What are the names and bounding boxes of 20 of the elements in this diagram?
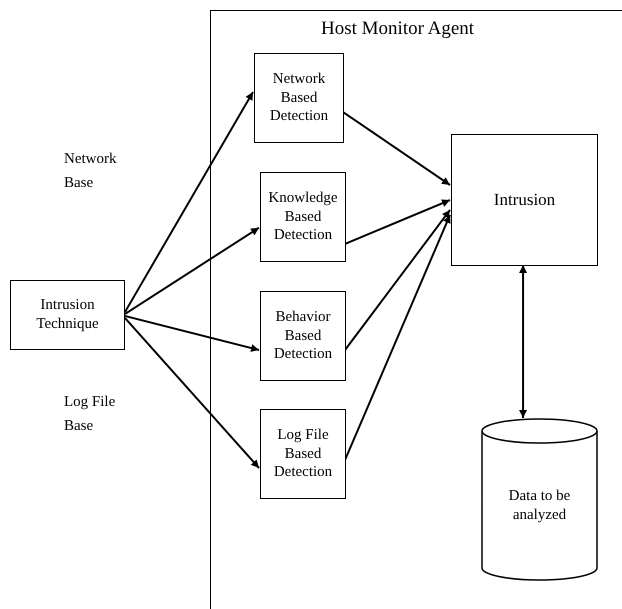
arrow bbox=[342, 111, 451, 186]
arrow bbox=[124, 317, 260, 469]
process-box: Behavior Based Detection bbox=[260, 291, 346, 381]
arrow bbox=[124, 91, 254, 312]
side-label: Network Base bbox=[64, 150, 118, 193]
database-label: Data to be analyzed bbox=[508, 487, 572, 525]
agent-region bbox=[210, 10, 622, 609]
arrow bbox=[344, 209, 451, 351]
region-title: Host Monitor Agent bbox=[321, 17, 474, 41]
process-box: Intrusion Technique bbox=[10, 280, 125, 350]
arrow bbox=[124, 315, 260, 352]
arrow bbox=[344, 199, 450, 245]
process-box: Log File Based Detection bbox=[260, 409, 346, 499]
process-box: Knowledge Based Detection bbox=[260, 172, 346, 262]
process-box: Intrusion bbox=[451, 134, 598, 266]
arrow bbox=[124, 226, 260, 315]
process-box: Network Based Detection bbox=[254, 53, 344, 143]
side-label: Log File Base bbox=[64, 393, 116, 436]
arrow bbox=[344, 214, 451, 460]
arrow bbox=[519, 265, 528, 418]
